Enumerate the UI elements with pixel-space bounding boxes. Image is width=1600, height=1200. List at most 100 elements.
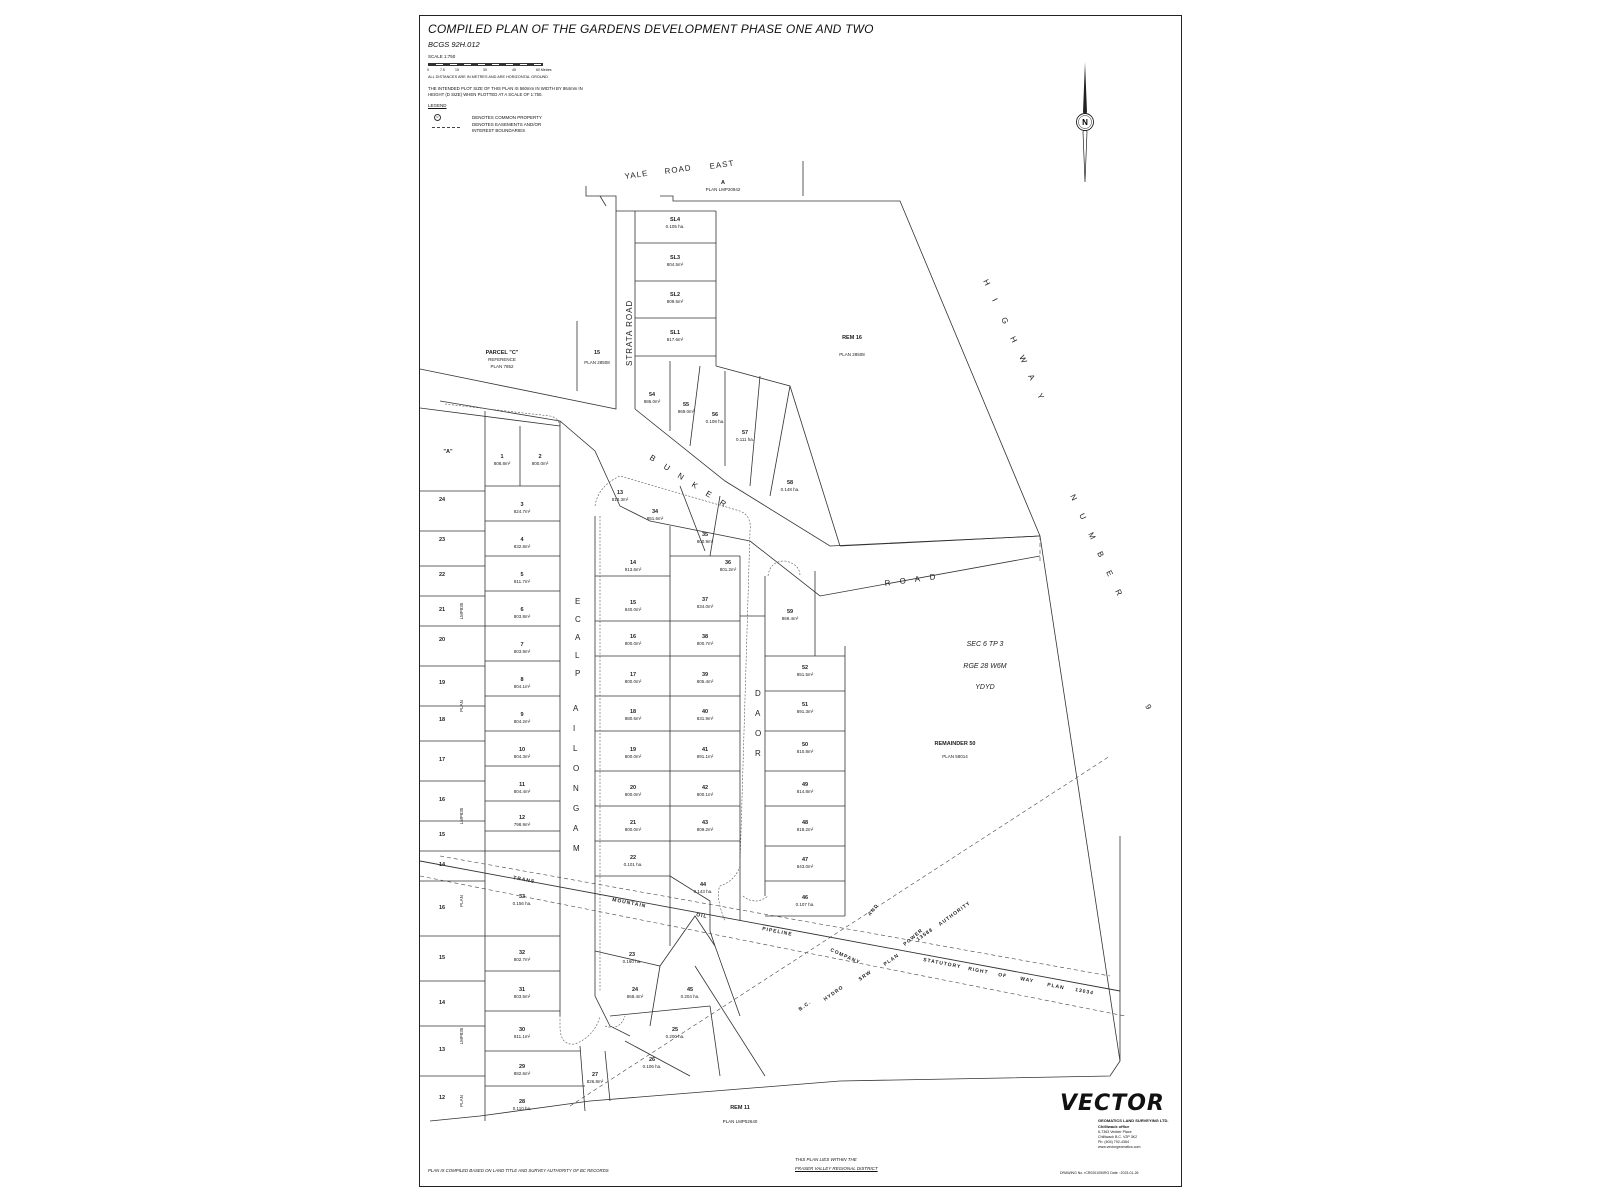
lot-area: 824.7m² [514,509,531,514]
street-magnolia: L [573,744,578,753]
easement-statutory: STATUTORY [923,957,962,970]
lot-area: 809.2m² [697,827,714,832]
scale-tick: 30 [483,68,487,72]
street-place: C [575,615,582,624]
lot-number: 37 [702,597,708,603]
street-magnolia: M [573,844,581,853]
easement-right: RIGHT [968,966,989,976]
street-bunker: E [704,489,714,500]
neighbor-lot-number: 18 [439,717,445,723]
neighbor-lot-number: 12 [439,1095,445,1101]
neighbor-lot-number: 17 [439,757,445,763]
lot-area: 913.6m² [625,567,642,572]
lot-number: 9 [520,712,523,718]
street-road: ROAD [664,163,692,176]
lot-area: 800.0m² [625,754,642,759]
scale-tick: 45 [512,68,516,72]
street-number: B [1095,550,1106,560]
lot-area: 802.7m² [514,957,531,962]
easement-company: COMPANY [829,947,861,966]
lot-area: 0.160 ha. [623,959,642,964]
lot-number: 43 [702,820,708,826]
lot-number: 51 [802,702,808,708]
easement-srw: SRW [858,969,873,982]
easement-and: AND [867,903,880,917]
easement-of: OF [998,972,1008,980]
easement-hydro: HYDRO [823,984,845,1002]
lot-area: 804.1m² [514,684,531,689]
lot-area: 803.9m² [514,649,531,654]
lot-number: SL1 [670,330,680,336]
neighbor-lot-number: 15 [439,955,445,961]
lot-area: 800.0m² [625,641,642,646]
scale-tick: 7.5 [440,68,445,72]
street-number: R [1113,588,1124,598]
lot-number: 35 [702,532,708,538]
lot-area: 0.143 ha. [694,889,713,894]
street-bunker: U [662,462,673,473]
lot-area: 831.9m² [697,716,714,721]
left-plan: PLAN [459,895,464,907]
street-number: U [1077,512,1088,522]
lot-area: 826.8m² [587,1079,604,1084]
street-highway: H [981,278,992,288]
lot-number: 16 [630,634,636,640]
street-highway: W [1017,354,1029,366]
legend-easement: DENOTES EASEMENTS AND/OR INTEREST BOUNDA… [472,122,542,133]
street-place: A [575,633,581,642]
lot-area: 805.4m² [697,679,714,684]
lot-area: 818.2m² [797,827,814,832]
neighbor-lot-number: 16 [439,797,445,803]
street-bunker: N [676,471,687,482]
lot-area: 0.111 ha. [736,437,754,442]
logo-phone: Ph: (604) 792-4364 [1098,1140,1129,1144]
lot-area: 0.204 ha. [681,994,700,999]
parcel-ydyd: YDYD [975,684,994,691]
lot-number: 1 [500,454,503,460]
lot-area: 0.156 ha. [513,901,532,906]
parcel-a-plan: PLAN LMP20942 [706,187,741,192]
lot-area: 803.8m² [514,614,531,619]
lot-number: 58 [787,480,793,486]
lot-area: 809.5m² [667,299,684,304]
lot-number: 39 [702,672,708,678]
lot-number: 6 [520,607,523,613]
street-road: O [899,576,907,586]
lot-number: 44 [700,882,707,888]
street-magnolia: A [573,824,579,833]
left-lmp: LMP835 [459,1027,464,1044]
lot-area: 800.0m² [625,679,642,684]
lot-number: 5 [520,572,523,578]
logo-office: Chilliwack office [1098,1124,1130,1129]
legend-heading: LEGEND [428,103,447,108]
north-arrow-icon: N [1076,62,1094,182]
lot-number: 22 [630,855,636,861]
parcel-rem11-plan: PLAN LMP52640 [723,1119,758,1124]
lot-area: 0.106 ha. [643,1064,662,1069]
lot-area: 891.3m² [797,709,814,714]
easement-plan2: PLAN [1047,982,1065,991]
footer-drawing-number: DRAWING No. rCR0201050RG Date : 2023-01-… [1060,1171,1139,1175]
street-highway: Y [1035,392,1046,402]
lot-area: 800.0m² [532,461,549,466]
lot-area: 969.0m² [678,409,695,414]
lot-area: 832.8m² [514,544,531,549]
parcel-a-left: "A" [443,449,453,455]
easement-authority: AUTHORITY [938,900,972,927]
street-magnolia: A [573,704,579,713]
lot-number: 26 [649,1057,655,1063]
lot-area: 818.3m² [612,497,629,502]
lot-number: 40 [702,709,708,715]
lot-number: 59 [787,609,793,615]
subdivision-plan: YALE ROAD EAST STRATA ROAD B U N K E R R… [420,159,1154,1124]
lot-area: 811.7m² [514,579,531,584]
street-bunker: R [718,498,729,509]
lot-area: 804.5m² [667,262,684,267]
left-plan: PLAN [459,700,464,712]
lot-area: 0.148 ha. [781,487,800,492]
lot-number: 46 [802,895,808,901]
street-highway: A [1026,373,1037,383]
street-road-v: R [755,749,762,758]
lot-number: 24 [632,987,639,993]
